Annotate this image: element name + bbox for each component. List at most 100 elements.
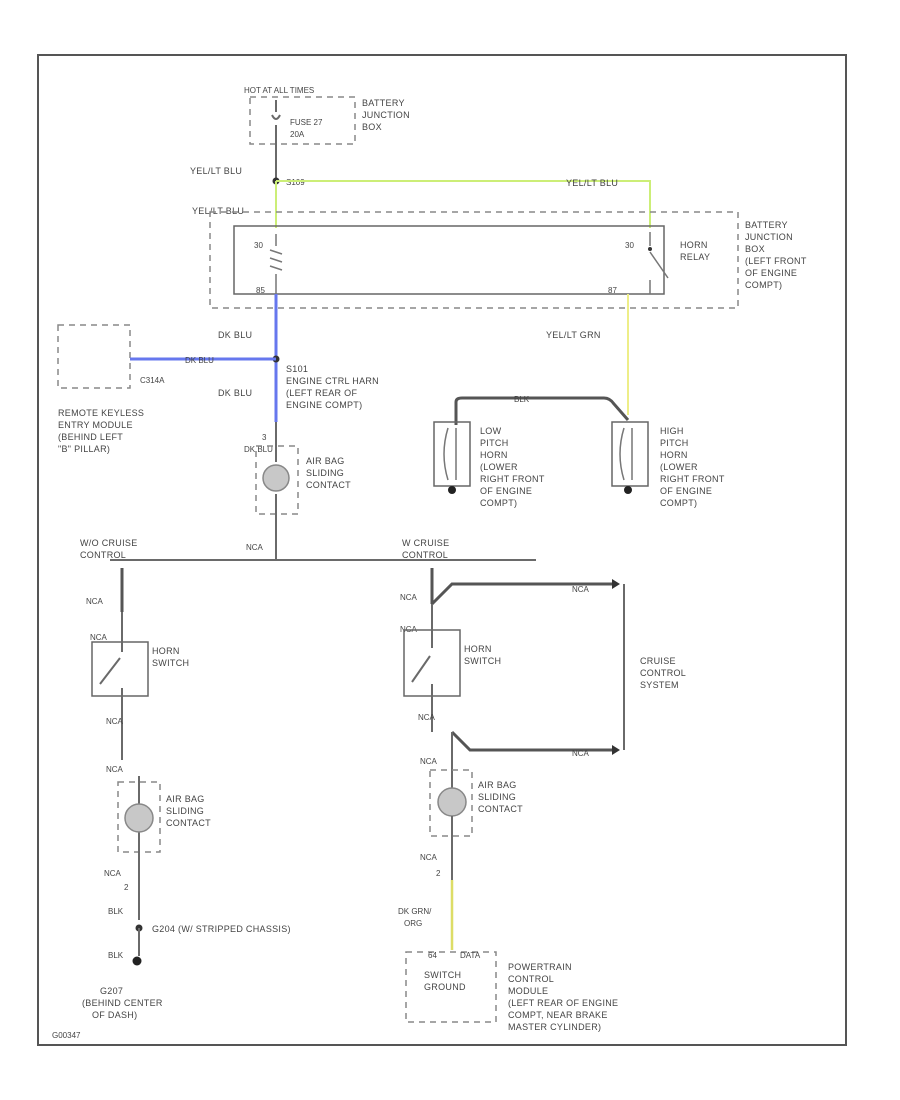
fuse-location-1: BATTERY bbox=[362, 98, 405, 108]
left-switch-1: HORN bbox=[152, 646, 180, 656]
pcm-wire-2: ORG bbox=[404, 919, 422, 928]
wire-relay-out-left-label: DK BLU bbox=[218, 330, 252, 340]
relay-pin-left-bottom: 85 bbox=[256, 286, 265, 295]
right-switch-2: SWITCH bbox=[464, 656, 501, 666]
wire-fuse-out-label: YEL/LT BLU bbox=[190, 166, 242, 176]
pcm-inner-1: SWITCH bbox=[424, 970, 461, 980]
wire-remote-label: DK BLU bbox=[185, 356, 214, 365]
wire-relay-out-right-label: YEL/LT GRN bbox=[546, 330, 601, 340]
left-pin: 2 bbox=[124, 883, 129, 892]
left-clock-spiral-icon bbox=[124, 803, 154, 833]
pcm-label-1: POWERTRAIN bbox=[508, 962, 572, 972]
left-ground-icon bbox=[132, 956, 142, 966]
high-horn-3: HORN bbox=[660, 450, 688, 460]
high-pitch-horn: HIGH PITCH HORN (LOWER RIGHT FRONT OF EN… bbox=[611, 421, 725, 508]
remote-connector: C314A bbox=[140, 376, 165, 385]
right-clock-out-wire: NCA bbox=[420, 853, 438, 862]
relay-switch-pivot bbox=[648, 247, 652, 251]
remote-location-2: ENTRY MODULE bbox=[58, 420, 133, 430]
horn-relay-body bbox=[233, 225, 665, 295]
high-horn-5: RIGHT FRONT bbox=[660, 474, 725, 484]
splice-id: S101 bbox=[286, 364, 308, 374]
left-gnd-wire-2: BLK bbox=[108, 951, 124, 960]
clock-top-wire: DK BLU bbox=[244, 445, 273, 454]
high-horn-4: (LOWER bbox=[660, 462, 698, 472]
left-branch: NCA NCA HORN SWITCH NCA NCA AIR BAG SLID… bbox=[82, 568, 291, 1020]
right-clock-spiral-icon bbox=[437, 787, 467, 817]
wire-splice-down-label: DK BLU bbox=[218, 388, 252, 398]
relay-location-2: JUNCTION bbox=[745, 232, 793, 242]
option-without-cruise-1: W/O CRUISE bbox=[80, 538, 138, 548]
remote-module-outline bbox=[57, 324, 131, 389]
pcm-pin-a: 64 bbox=[428, 951, 437, 960]
right-arrow-top-icon bbox=[612, 579, 620, 589]
clock-top-bottom-wire: NCA bbox=[246, 543, 264, 552]
relay-pin-right-bottom: 87 bbox=[608, 286, 617, 295]
cruise-system-1: CRUISE bbox=[640, 656, 676, 666]
high-horn-1: HIGH bbox=[660, 426, 684, 436]
option-without-cruise-2: CONTROL bbox=[80, 550, 126, 560]
left-ground-location-1: (BEHIND CENTER bbox=[82, 998, 163, 1008]
wire-horn-cross-label: BLK bbox=[514, 395, 530, 404]
low-horn-2: PITCH bbox=[480, 438, 509, 448]
low-horn-7: COMPT) bbox=[480, 498, 517, 508]
pcm-inner-2: GROUND bbox=[424, 982, 466, 992]
right-top-wire: NCA bbox=[400, 593, 418, 602]
low-pitch-horn: LOW PITCH HORN (LOWER RIGHT FRONT OF ENG… bbox=[433, 421, 545, 508]
low-horn-icon bbox=[443, 427, 457, 481]
pcm-wire-1: DK GRN/ bbox=[398, 907, 432, 916]
relay-switch-icon bbox=[649, 232, 669, 294]
left-switch-out-wire: NCA bbox=[106, 717, 124, 726]
low-horn-1: LOW bbox=[480, 426, 502, 436]
cruise-system-2: CONTROL bbox=[640, 668, 686, 678]
clock-top-2: SLIDING bbox=[306, 468, 344, 478]
powertrain-control-module: 64 DATA SWITCH GROUND POWERTRAIN CONTROL… bbox=[405, 951, 618, 1032]
high-horn-6: OF ENGINE bbox=[660, 486, 712, 496]
pcm-label-6: MASTER CYLINDER) bbox=[508, 1022, 601, 1032]
relay-location-4: (LEFT FRONT bbox=[745, 256, 807, 266]
right-clock-3: CONTACT bbox=[478, 804, 523, 814]
remote-keyless-entry-module: DK BLU C314A REMOTE KEYLESS ENTRY MODULE… bbox=[57, 324, 276, 454]
pcm-label-3: MODULE bbox=[508, 986, 548, 996]
fuse-amp: 20A bbox=[290, 130, 305, 139]
battery-junction-box-outline bbox=[209, 211, 739, 309]
splice-location-3: ENGINE COMPT) bbox=[286, 400, 362, 410]
fuse-box-outline bbox=[249, 96, 356, 145]
splice-location-2: (LEFT REAR OF bbox=[286, 388, 357, 398]
left-switch-in-wire: NCA bbox=[90, 633, 108, 642]
right-clock-in-wire: NCA bbox=[420, 757, 438, 766]
left-top-wire: NCA bbox=[86, 597, 104, 606]
air-bag-sliding-contact-top: 3 DK BLU AIR BAG SLIDING CONTACT NCA bbox=[244, 422, 351, 560]
relay-name-1: HORN bbox=[680, 240, 708, 250]
right-arrow2-wire: NCA bbox=[572, 749, 590, 758]
relay-location-3: BOX bbox=[745, 244, 765, 254]
horn-relay-block: 30 30 85 87 HORN RELAY BATTERY JUNCTION … bbox=[209, 211, 807, 309]
high-horn-ground bbox=[624, 486, 632, 494]
right-arrow-wire: NCA bbox=[572, 585, 590, 594]
splice-top-label: S109 bbox=[286, 178, 305, 187]
diagram-frame bbox=[37, 54, 847, 1046]
remote-location-1: REMOTE KEYLESS bbox=[58, 408, 144, 418]
right-clock-2: SLIDING bbox=[478, 792, 516, 802]
clock-top-3: CONTACT bbox=[306, 480, 351, 490]
figure-id: G00347 bbox=[52, 1031, 81, 1040]
pcm-pin-b: DATA bbox=[460, 951, 481, 960]
left-gnd-wire: BLK bbox=[108, 907, 124, 916]
pcm-outline bbox=[405, 951, 497, 1023]
wire-relay-in-right-label: YEL/LT BLU bbox=[566, 178, 618, 188]
high-horn-2: PITCH bbox=[660, 438, 689, 448]
relay-name-2: RELAY bbox=[680, 252, 710, 262]
low-horn-4: (LOWER bbox=[480, 462, 518, 472]
fuse-symbol bbox=[271, 100, 281, 180]
remote-location-4: "B" PILLAR) bbox=[58, 444, 110, 454]
relay-location-5: OF ENGINE bbox=[745, 268, 797, 278]
clock-top-pin: 3 bbox=[262, 433, 267, 442]
relay-location-1: BATTERY bbox=[745, 220, 788, 230]
right-arrow-bottom-icon bbox=[612, 745, 620, 755]
wire-top-yellow-green bbox=[276, 180, 651, 228]
right-cruise-wire-top bbox=[430, 582, 612, 606]
splice-location-1: ENGINE CTRL HARN bbox=[286, 376, 379, 386]
pcm-label-4: (LEFT REAR OF ENGINE bbox=[508, 998, 618, 1008]
fuse-location-2: JUNCTION bbox=[362, 110, 410, 120]
